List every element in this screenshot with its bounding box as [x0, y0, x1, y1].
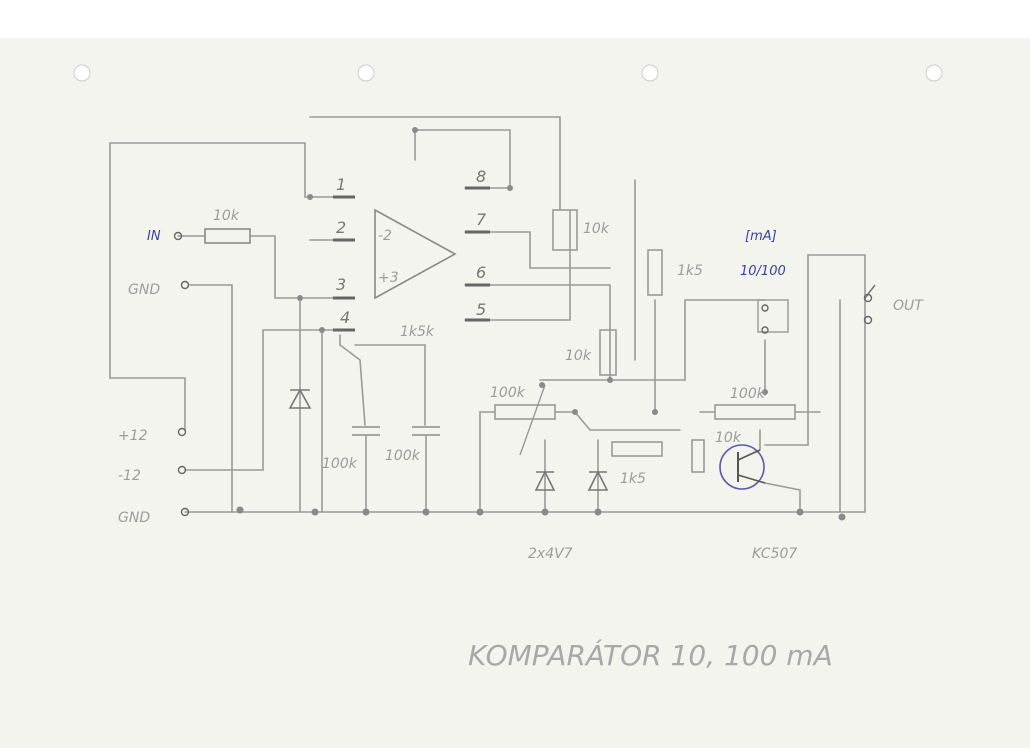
out-switch	[864, 284, 876, 299]
label-out: OUT	[893, 298, 924, 314]
label-meter-unit: [mA]	[745, 229, 777, 244]
scan-margin	[0, 0, 1030, 38]
opamp-pin-8: 8	[476, 167, 486, 186]
opamp-pin-bars	[333, 186, 490, 332]
label-diodes: 2x4V7	[528, 546, 573, 562]
label-minus12: -12	[118, 468, 141, 484]
zener-diode-1	[534, 470, 556, 491]
punch-hole	[357, 64, 375, 82]
range-switch	[757, 299, 789, 333]
resistor-input	[204, 228, 251, 244]
zener-diode-left	[288, 388, 312, 409]
resistor-10k-base	[691, 439, 705, 473]
opamp-pin-1: 1	[336, 175, 346, 194]
resistor-1k5-bottom	[611, 441, 663, 457]
potentiometer-wiper	[519, 384, 546, 456]
capacitor-2	[412, 426, 440, 513]
opamp-pin-3: 3	[336, 275, 346, 294]
opamp-triangle	[374, 208, 457, 300]
transistor-emitter	[737, 474, 766, 484]
label-r-10k-base: 10k	[715, 430, 742, 446]
punch-hole	[641, 64, 659, 82]
label-r-1k5-bottom: 1k5	[620, 471, 646, 487]
label-gnd-in: GND	[128, 282, 160, 298]
label-r-100k-right: 100k	[730, 386, 766, 402]
resistor-10k-mid	[599, 329, 617, 376]
label-r-1k5-top: 1k5	[677, 263, 703, 279]
label-plus12: +12	[118, 428, 148, 444]
opamp-pin-5: 5	[476, 300, 486, 319]
transistor-collector	[737, 449, 761, 461]
potentiometer-100k-left	[494, 404, 556, 420]
punch-hole	[925, 64, 943, 82]
label-r-100k-left: 100k	[490, 385, 526, 401]
resistor-1k5-top	[647, 249, 663, 296]
diagram-title: KOMPARÁTOR 10, 100 mA	[468, 638, 833, 672]
label-transistor: KC507	[752, 546, 797, 562]
label-c2: 100k	[385, 448, 421, 464]
potentiometer-100k-right	[714, 404, 796, 420]
opamp-pin-2: 2	[336, 218, 346, 237]
label-c1: 100k	[322, 456, 358, 472]
wiring	[109, 116, 866, 513]
opamp-input-inverting: -2	[378, 228, 392, 244]
transistor-kc507	[719, 444, 765, 490]
opamp-input-noninverting: +3	[378, 270, 399, 286]
opamp-pin-4: 4	[340, 308, 350, 327]
junction-dots	[236, 127, 846, 521]
label-r-10k-mid: 10k	[565, 348, 592, 364]
label-r-in: 10k	[213, 208, 240, 224]
paper	[0, 38, 1030, 744]
label-r-1k5-op: 1k5k	[400, 324, 435, 340]
opamp-pin-6: 6	[476, 263, 486, 282]
label-gnd: GND	[118, 510, 150, 526]
capacitor-1	[352, 426, 380, 513]
zener-diode-2	[587, 470, 609, 491]
punch-hole	[73, 64, 91, 82]
label-r-fb: 10k	[583, 221, 610, 237]
opamp-pin-7: 7	[476, 210, 487, 229]
label-meter-range: 10/100	[740, 264, 786, 279]
resistor-feedback	[552, 209, 578, 251]
label-in: IN	[147, 229, 161, 244]
terminals	[173, 231, 873, 517]
